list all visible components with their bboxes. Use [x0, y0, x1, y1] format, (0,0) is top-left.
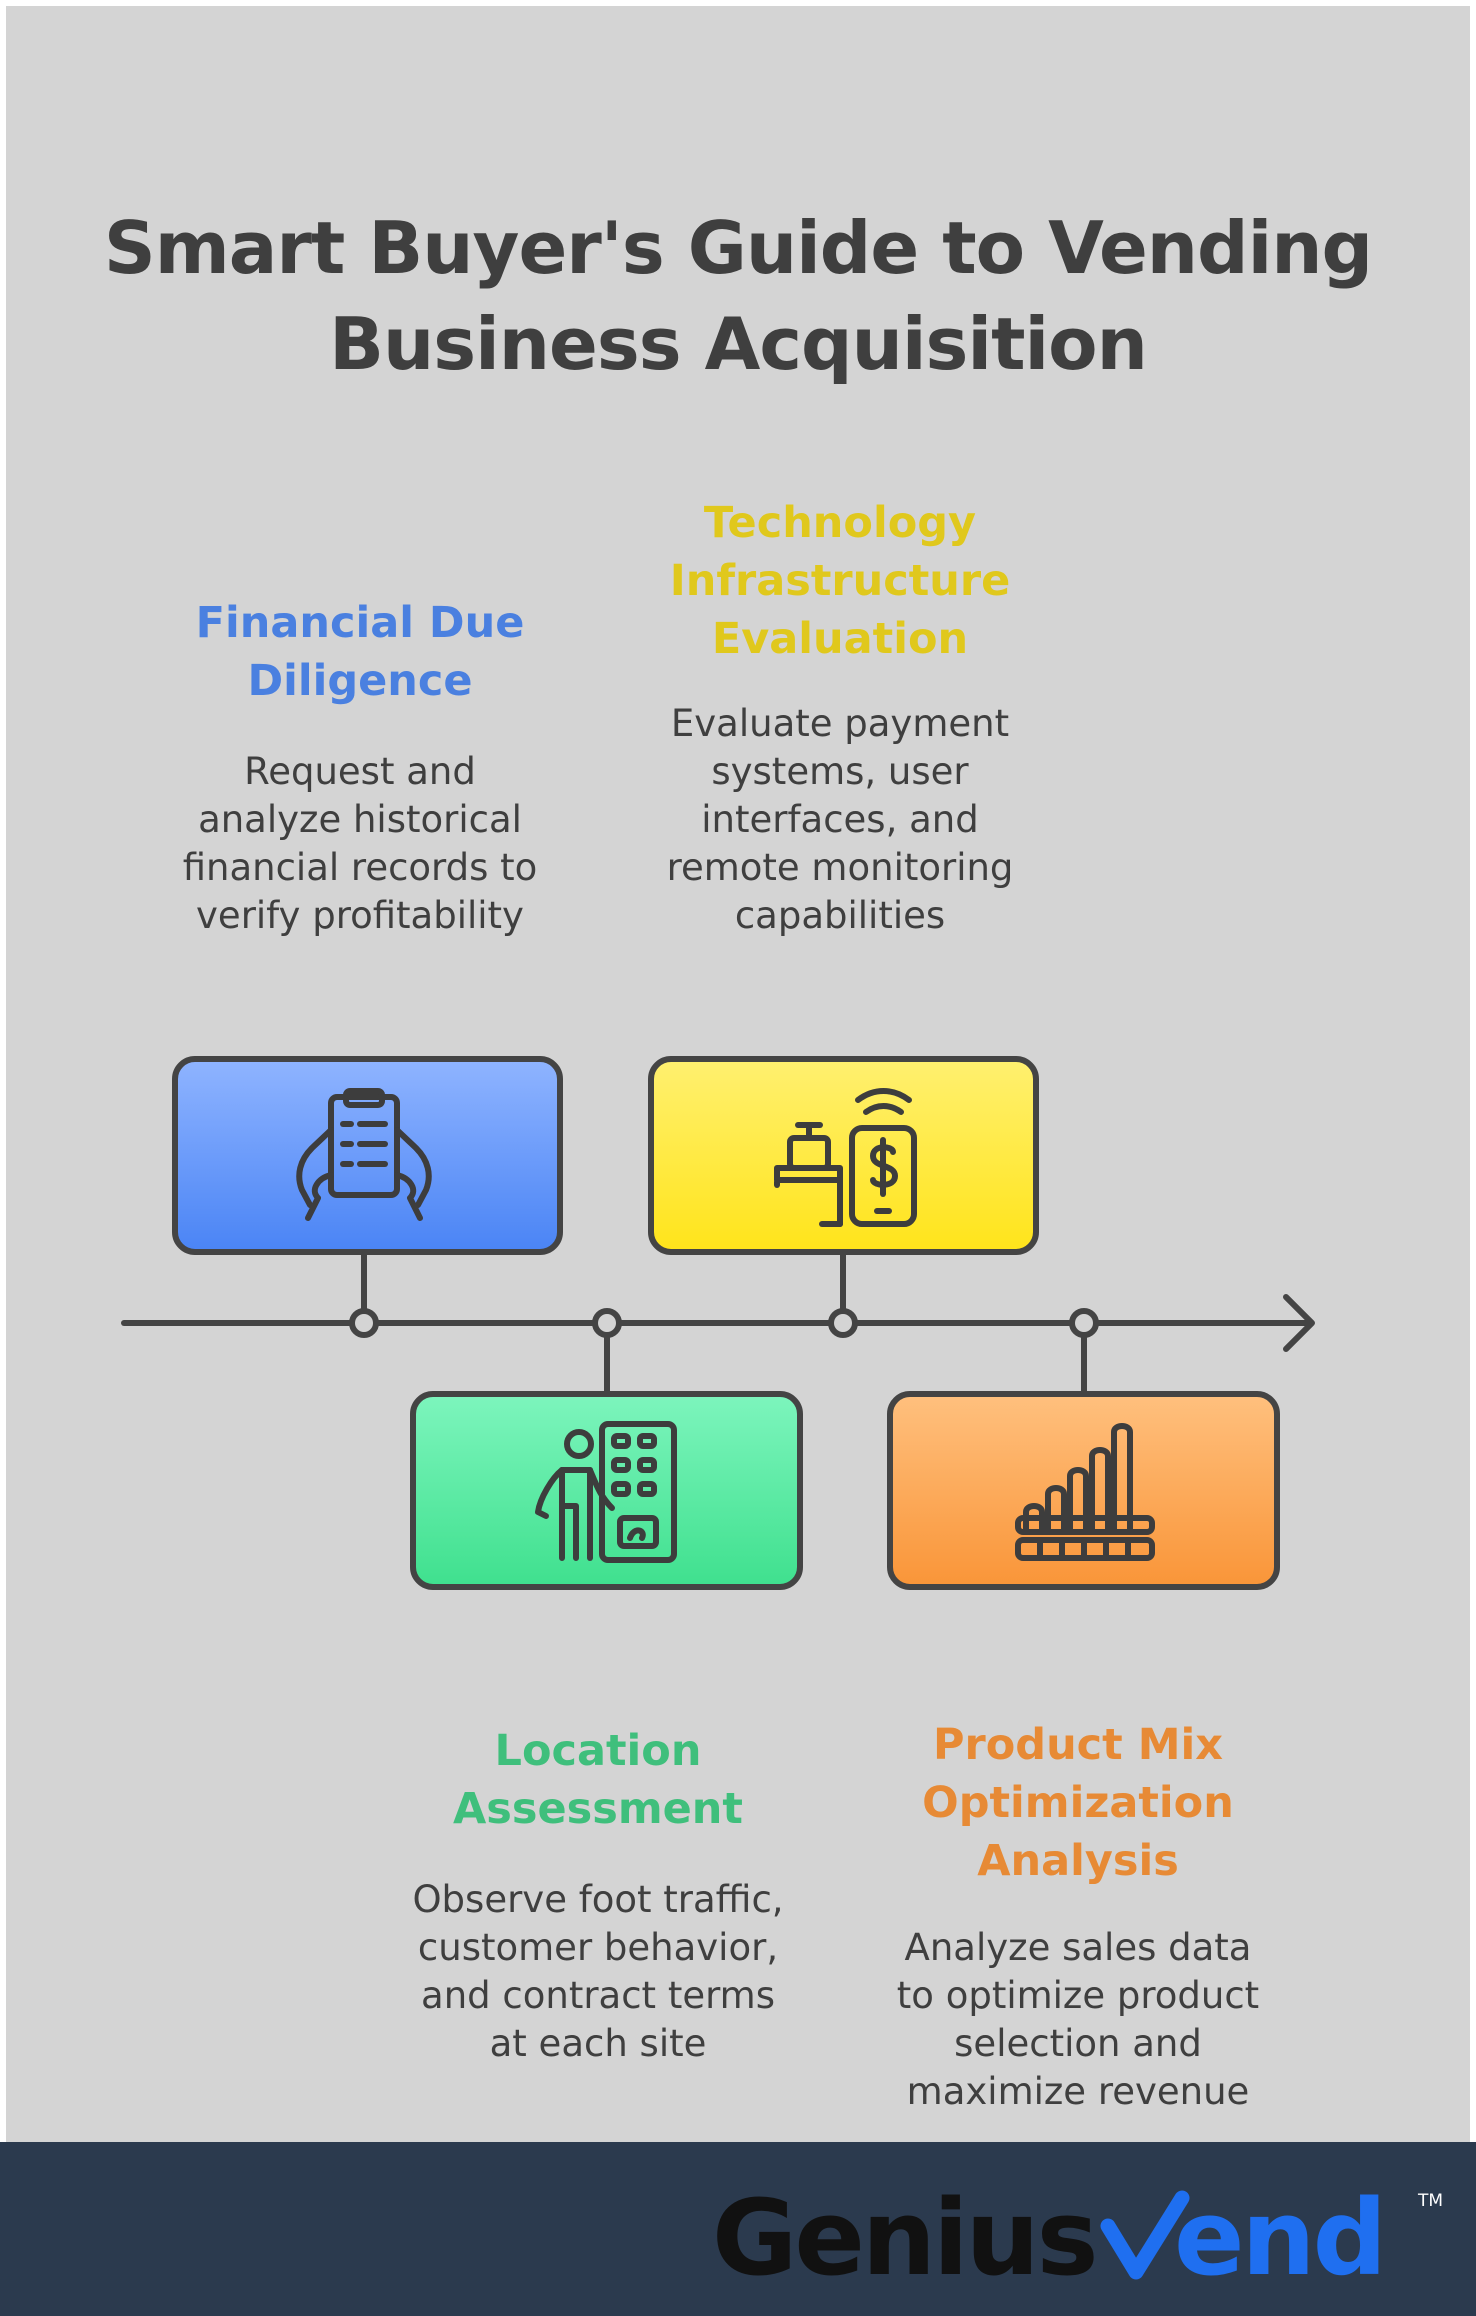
step-technology-title-line-2: Infrastructure — [669, 556, 1011, 606]
step-financial-desc-line-3: financial records to — [182, 846, 538, 889]
step-financial-desc-line-4: verify profitability — [196, 894, 524, 937]
step-financial-desc-line-1: Request and — [244, 750, 476, 793]
step-location-description: Observe foot traffic, customer behavior,… — [388, 1876, 808, 2068]
timeline-axis — [121, 1294, 1315, 1352]
person-at-vending-machine-icon — [535, 1421, 677, 1563]
step-technology-card — [648, 1056, 1039, 1255]
step-product-mix-desc-line-3: selection and — [954, 2022, 1202, 2065]
step-location-title: Location Assessment — [398, 1722, 798, 1838]
step-technology-desc-line-2: systems, user — [711, 750, 969, 793]
step-technology-title-line-1: Technology — [703, 498, 977, 548]
timeline-connectors — [361, 1252, 1087, 1394]
node-location — [592, 1308, 622, 1338]
timeline-nodes — [349, 1308, 1099, 1338]
brand-trademark: TM — [1417, 2191, 1443, 2211]
step-technology-desc-line-5: capabilities — [734, 894, 946, 937]
step-financial-desc-line-2: analyze historical — [198, 798, 522, 841]
step-technology-description: Evaluate payment systems, user interface… — [630, 700, 1050, 940]
step-technology-title: Technology Infrastructure Evaluation — [640, 494, 1040, 668]
page-title: Smart Buyer's Guide to Vending Business … — [0, 200, 1476, 392]
brand-check-v-icon — [1100, 2190, 1190, 2280]
node-product-mix — [1069, 1308, 1099, 1338]
step-location-title-line-2: Assessment — [453, 1784, 743, 1834]
step-product-mix-card — [887, 1391, 1280, 1590]
step-product-mix-title-line-3: Analysis — [977, 1836, 1179, 1886]
payment-terminal-phone-icon — [774, 1088, 917, 1227]
brand-name-part-1: Genius — [712, 2178, 1096, 2298]
step-product-mix-title-line-2: Optimization — [922, 1778, 1234, 1828]
step-product-mix-description: Analyze sales data to optimize product s… — [868, 1924, 1288, 2116]
step-product-mix-desc-line-4: maximize revenue — [906, 2070, 1250, 2113]
step-location-desc-line-2: customer behavior, — [417, 1926, 779, 1969]
title-line-1: Smart Buyer's Guide to Vending — [103, 206, 1373, 290]
node-financial — [349, 1308, 379, 1338]
footer-bar — [0, 2142, 1476, 2316]
step-location-desc-line-3: and contract terms — [421, 1974, 775, 2017]
step-financial-title-line-1: Financial Due — [195, 598, 525, 648]
step-financial-title: Financial Due Diligence — [160, 594, 560, 710]
title-line-2: Business Acquisition — [329, 302, 1148, 386]
bar-chart-growth-icon — [1015, 1423, 1155, 1561]
clipboard-in-hands-icon — [296, 1088, 432, 1221]
timeline-arrow-head — [1283, 1294, 1315, 1352]
step-technology-desc-line-3: interfaces, and — [701, 798, 979, 841]
geniusvend-logo: Genius end TM — [712, 2178, 1443, 2298]
step-location-desc-line-1: Observe foot traffic, — [412, 1878, 784, 1921]
node-technology — [828, 1308, 858, 1338]
brand-name-part-2: end — [1174, 2178, 1384, 2298]
step-product-mix-desc-line-1: Analyze sales data — [904, 1926, 1252, 1969]
step-product-mix-title-line-1: Product Mix — [933, 1720, 1223, 1770]
step-product-mix-desc-line-2: to optimize product — [896, 1974, 1260, 2017]
step-financial-title-line-2: Diligence — [247, 656, 473, 706]
step-product-mix-title: Product Mix Optimization Analysis — [878, 1716, 1278, 1890]
step-location-desc-line-4: at each site — [489, 2022, 707, 2065]
step-financial-description: Request and analyze historical financial… — [150, 748, 570, 940]
step-technology-desc-line-1: Evaluate payment — [670, 702, 1010, 745]
step-technology-desc-line-4: remote monitoring — [666, 846, 1014, 889]
step-technology-title-line-3: Evaluation — [711, 614, 969, 664]
step-location-title-line-1: Location — [494, 1726, 702, 1776]
step-financial-card — [172, 1056, 563, 1255]
step-location-card — [410, 1391, 803, 1590]
